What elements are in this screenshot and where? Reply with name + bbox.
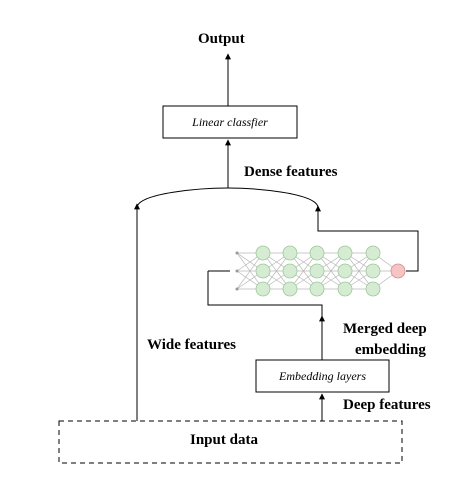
wide-features-label: Wide features (147, 337, 237, 353)
dense-features-merge-curve (136, 187, 319, 208)
network-hidden-node (309, 263, 325, 279)
network-hidden-node (255, 245, 271, 261)
input-data-box (58, 420, 403, 464)
network-hidden-node (282, 263, 298, 279)
network-hidden-node (282, 245, 298, 261)
network-hidden-node (337, 281, 353, 297)
embedding-layers-label: Embedding layers (279, 369, 366, 383)
network-edge (289, 252, 318, 290)
network-input-node (235, 287, 239, 291)
merged-deep-embedding-label-line2: embedding (355, 342, 426, 358)
network-output-node (390, 263, 406, 279)
input-data-label: Input data (190, 432, 258, 448)
network-hidden-node (255, 263, 271, 279)
network-hidden-node (309, 245, 325, 261)
network-input-node (235, 269, 239, 273)
embedding-layers-box (255, 359, 390, 393)
network-edge (344, 252, 374, 290)
deep-output-connector (315, 205, 419, 272)
network-edge (316, 252, 346, 290)
network-edge (262, 252, 291, 290)
network-hidden-node (309, 281, 325, 297)
linear-classifier-box (162, 105, 298, 139)
network-hidden-node (337, 263, 353, 279)
network-input-node (235, 251, 239, 255)
network-hidden-node (337, 245, 353, 261)
network-hidden-node (255, 281, 271, 297)
neural-network (235, 245, 406, 297)
linear-classifier-label: Linear classfier (192, 115, 268, 129)
merged-embedding-connector (207, 271, 323, 360)
output-label: Output (198, 31, 245, 47)
network-hidden-node (282, 281, 298, 297)
network-hidden-node (365, 281, 381, 297)
network-hidden-node (365, 263, 381, 279)
dense-features-label: Dense features (244, 164, 338, 180)
deep-features-label: Deep features (343, 397, 431, 413)
network-hidden-node (365, 245, 381, 261)
network-edge (236, 252, 264, 290)
merged-deep-embedding-label-line1: Merged deep (343, 321, 427, 337)
